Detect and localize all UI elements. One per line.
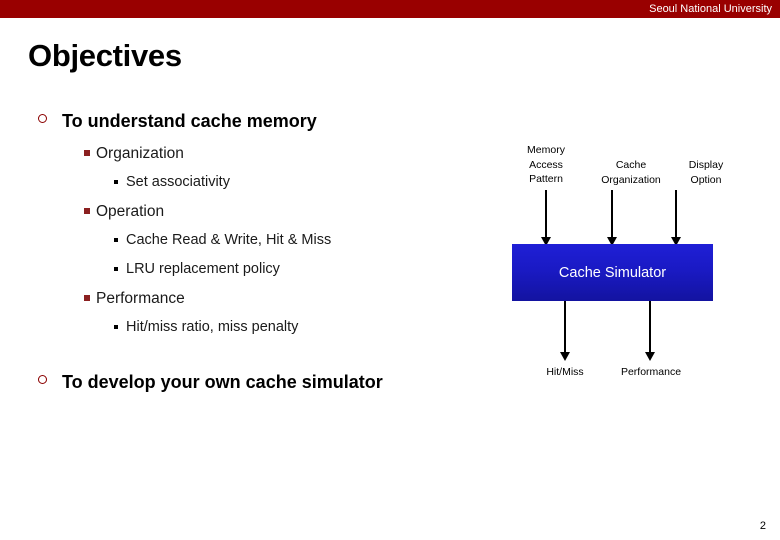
arrow-down-icon — [645, 301, 655, 361]
hollow-circle-bullet-icon — [38, 375, 47, 384]
diagram-input-label-display-option: Display Option — [688, 159, 724, 186]
list-item: LRU replacement policy — [28, 256, 498, 285]
red-square-bullet-icon — [84, 295, 90, 301]
black-square-bullet-icon — [114, 180, 118, 184]
arrow-down-icon — [607, 190, 617, 246]
list-item: To understand cache memory — [28, 108, 498, 136]
list-item: Operation — [28, 198, 498, 227]
black-square-bullet-icon — [114, 325, 118, 329]
cache-simulator-box-label: Cache Simulator — [558, 264, 667, 281]
list-item: To develop your own cache simulator — [28, 369, 498, 397]
diagram-output-label-performance: Performance — [620, 366, 682, 378]
list-item-label: Performance — [96, 290, 185, 307]
red-square-bullet-icon — [84, 208, 90, 214]
arrow-down-icon — [671, 190, 681, 246]
list-item-label: Set associativity — [126, 174, 230, 190]
list-item-label: Hit/miss ratio, miss penalty — [126, 319, 299, 335]
diagram-output-label-hit-miss: Hit/Miss — [546, 366, 584, 378]
bullet-list: To understand cache memory Organization … — [28, 108, 498, 401]
list-item-label: Cache Read & Write, Hit & Miss — [126, 232, 332, 248]
list-item-label: LRU replacement policy — [126, 261, 280, 277]
list-item-label: To develop your own cache simulator — [62, 372, 383, 392]
list-item-label: To understand cache memory — [62, 111, 317, 131]
red-square-bullet-icon — [84, 150, 90, 156]
diagram-input-label-memory-access-pattern: Memory Access Pattern — [527, 144, 565, 185]
arrow-down-icon — [560, 301, 570, 361]
list-item: Cache Read & Write, Hit & Miss — [28, 227, 498, 256]
arrow-down-icon — [541, 190, 551, 246]
list-item-label: Operation — [96, 203, 165, 220]
cache-simulator-diagram: Memory Access Pattern Cache Organization… — [500, 140, 740, 390]
black-square-bullet-icon — [114, 238, 118, 242]
list-item: Hit/miss ratio, miss penalty — [28, 314, 498, 343]
page-title: Objectives — [28, 38, 182, 73]
list-item: Set associativity — [28, 169, 498, 198]
black-square-bullet-icon — [114, 267, 118, 271]
list-item: Performance — [28, 285, 498, 314]
top-banner: Seoul National University — [0, 0, 780, 18]
institution-name: Seoul National University — [649, 3, 772, 15]
page-number: 2 — [759, 520, 766, 532]
list-item-label: Organization — [96, 145, 184, 162]
diagram-input-label-cache-organization: Cache Organization — [601, 159, 661, 186]
list-item: Organization — [28, 140, 498, 169]
hollow-circle-bullet-icon — [38, 114, 47, 123]
cache-simulator-box: Cache Simulator — [512, 244, 713, 301]
